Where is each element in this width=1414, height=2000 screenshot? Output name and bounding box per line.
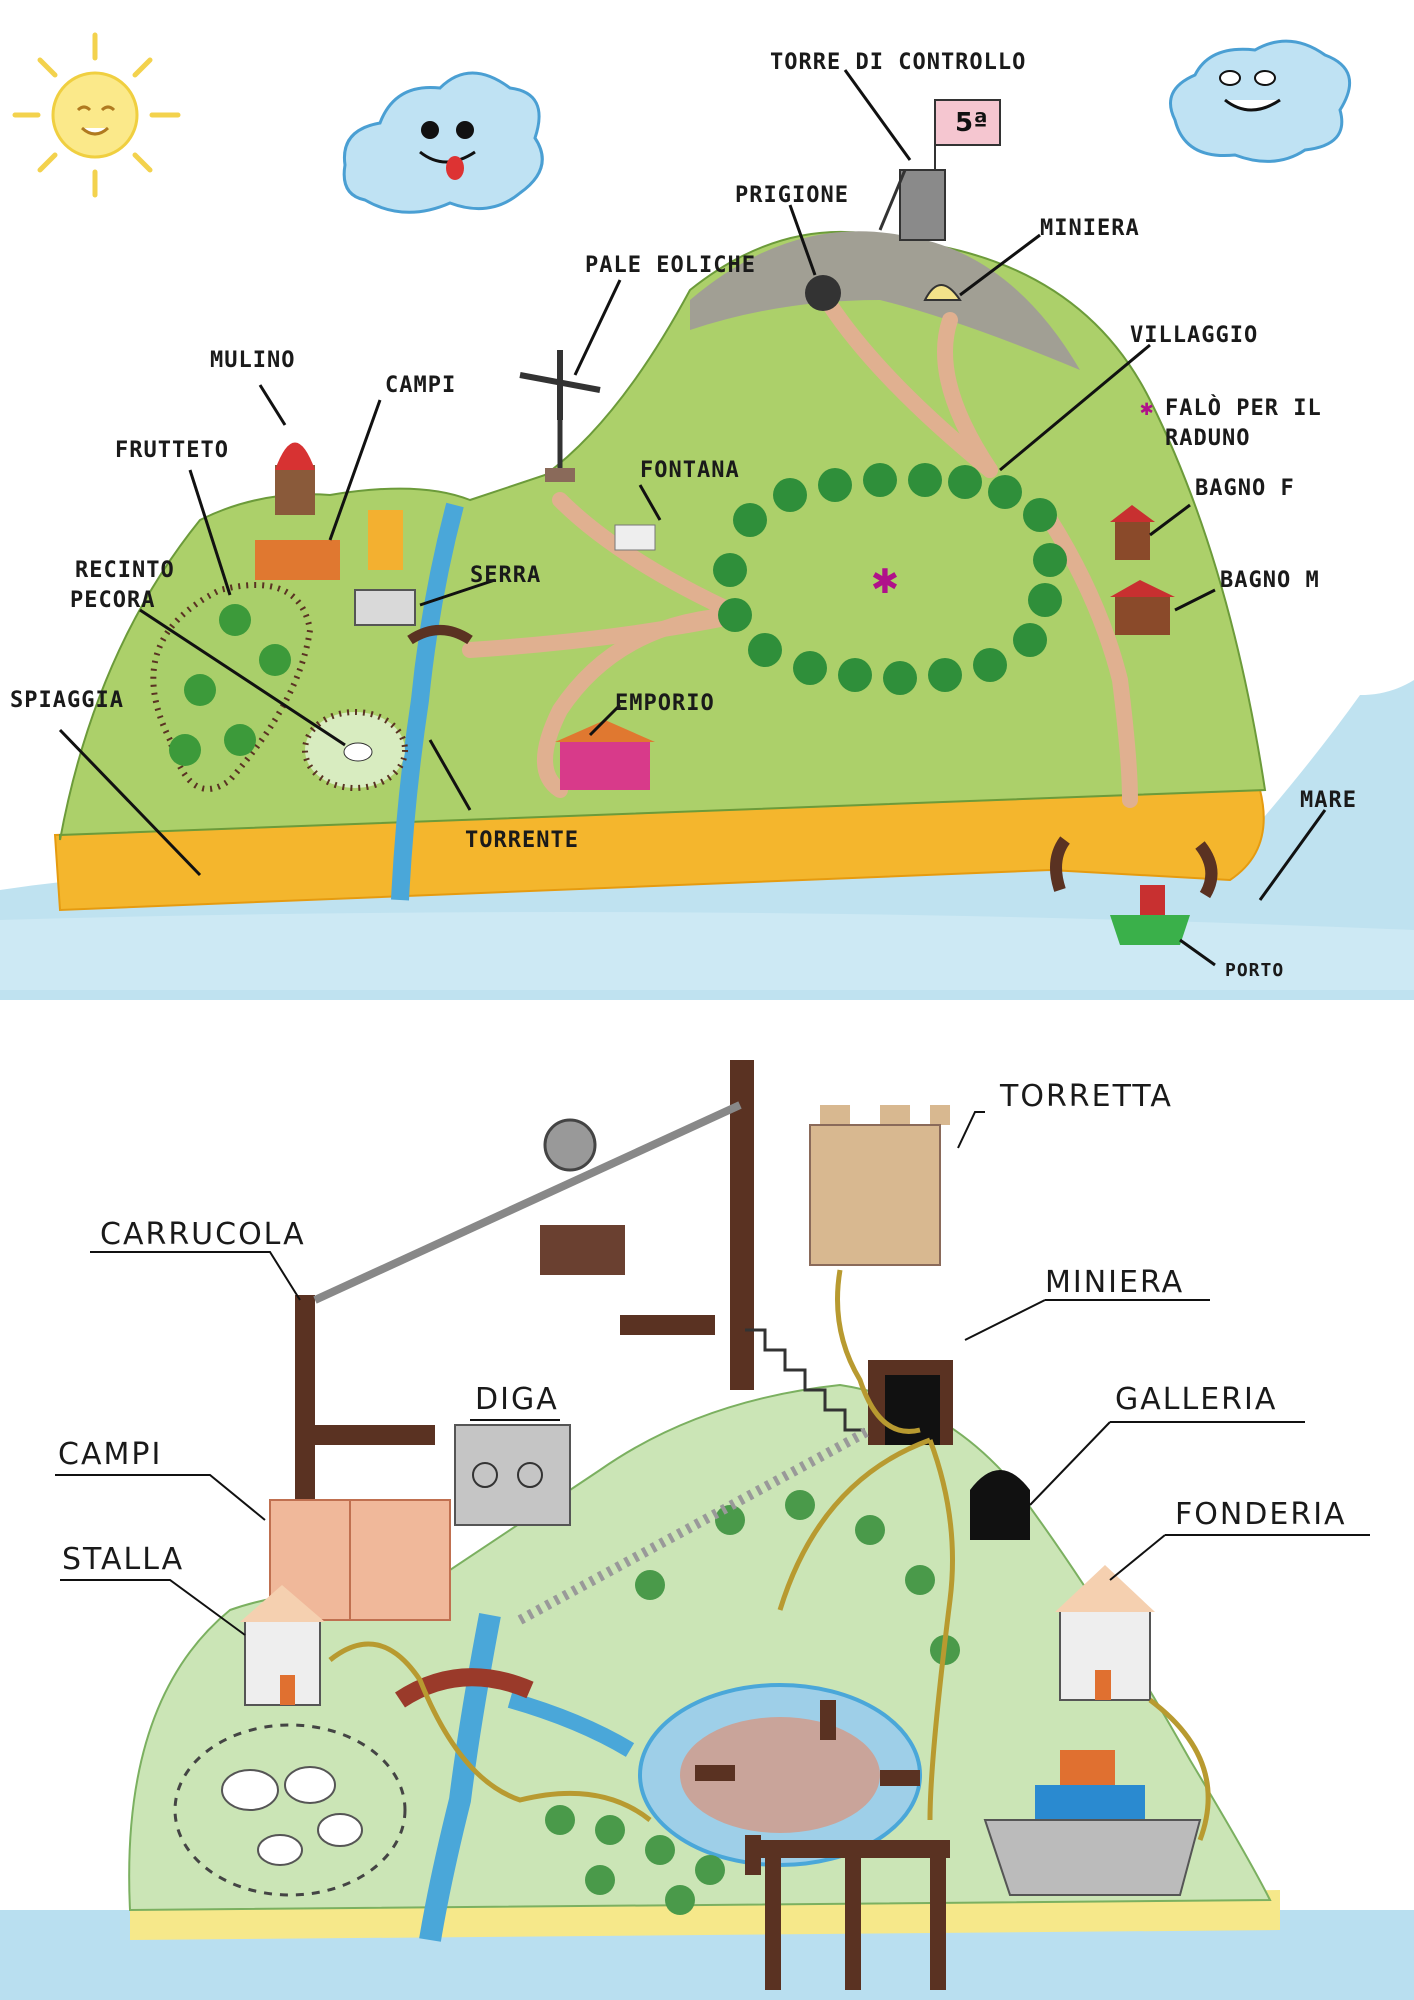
- rail-track: [517, 1425, 873, 1625]
- label-diga: DIGA: [475, 1382, 559, 1417]
- bottom-map-drawing: [0, 1060, 1414, 2000]
- label-torre-di-controllo: TORRE DI CONTROLLO: [770, 50, 1027, 75]
- label-fonderia: FONDERIA: [1175, 1497, 1347, 1532]
- label-bagno-m: BAGNO M: [1220, 568, 1320, 593]
- label-villaggio: VILLAGGIO: [1130, 323, 1259, 348]
- bottom-leader-lines: [55, 1111, 1370, 1636]
- label-mare: MARE: [1300, 788, 1357, 813]
- label-porto: PORTO: [1225, 960, 1285, 981]
- label-stalla: STALLA: [62, 1542, 185, 1577]
- label-bagno-f: BAGNO F: [1195, 476, 1295, 501]
- label-spiaggia: SPIAGGIA: [10, 688, 124, 713]
- village-trees: ✱: [713, 463, 1067, 695]
- sun-icon: [12, 32, 181, 198]
- svg-text:✱: ✱: [871, 562, 900, 602]
- label-carrucola: CARRUCOLA: [100, 1217, 306, 1252]
- falo-star-icon: ✱: [1140, 396, 1155, 421]
- bathroom-f-icon: [1110, 505, 1155, 560]
- control-tower-icon: [878, 99, 1001, 241]
- foundry-icon: [1055, 1565, 1155, 1701]
- label-falo-line1: FALÒ PER IL: [1165, 396, 1322, 421]
- label-serra: SERRA: [470, 563, 542, 588]
- bathroom-m-icon: [1110, 580, 1175, 635]
- dirt-paths: [462, 297, 1138, 808]
- sheep-pen-bottom: [173, 1723, 407, 1897]
- mountain-rock: [690, 231, 1080, 370]
- ship-icon: [983, 1750, 1202, 1896]
- dam-icon: [454, 1424, 571, 1526]
- sheep-pen: [302, 709, 408, 791]
- field-icon-yellow: [368, 510, 403, 570]
- flag-number: 5ª: [955, 108, 988, 138]
- mine-entrance-icon-bottom: [868, 1360, 953, 1445]
- turret-icon: [790, 1105, 950, 1266]
- wind-turbine-icon: [519, 350, 601, 482]
- label-recinto-line2: PECORA: [70, 588, 156, 613]
- beach-area: [53, 788, 1265, 912]
- fields-bottom: [269, 1499, 451, 1621]
- island-grass: [59, 230, 1267, 841]
- bridge-icon-bottom: [395, 1668, 534, 1708]
- top-island-map: ✱: [0, 32, 1414, 1000]
- label-prigione: PRIGIONE: [735, 183, 849, 208]
- label-emporio: EMPORIO: [615, 691, 715, 716]
- label-campi-top: CAMPI: [385, 373, 457, 398]
- greenhouse-icon: [354, 589, 416, 626]
- label-miniera-bottom: MINIERA: [1045, 1265, 1185, 1300]
- port-icon: [1050, 836, 1218, 945]
- cloud-smile-icon: [1169, 39, 1351, 163]
- label-fontana: FONTANA: [640, 458, 740, 483]
- stable-icon: [240, 1585, 325, 1706]
- label-torrente: TORRENTE: [465, 828, 579, 853]
- top-map-drawing: ✱: [0, 32, 1414, 1000]
- top-leader-lines: [58, 69, 1327, 967]
- pier-icon: [760, 1840, 950, 1990]
- label-galleria: GALLERIA: [1115, 1382, 1278, 1417]
- label-mulino: MULINO: [210, 348, 296, 373]
- trails-bottom: [328, 1269, 1211, 1841]
- label-falo-line2: RADUNO: [1165, 426, 1251, 451]
- label-recinto-line1: RECINTO: [75, 558, 175, 583]
- bridge-icon: [407, 625, 473, 645]
- emporio-building-icon: [555, 720, 655, 790]
- label-frutteto: FRUTTETO: [115, 438, 229, 463]
- label-pale-eoliche: PALE EOLICHE: [585, 253, 756, 278]
- pulley-system: [295, 1060, 754, 1500]
- bottom-island-map: TORRETTA CARRUCOLA MINIERA DIGA GALLERIA…: [0, 1000, 1414, 2000]
- label-torretta: TORRETTA: [1000, 1079, 1173, 1114]
- orchard: [150, 582, 314, 792]
- label-miniera-top: MINIERA: [1040, 216, 1140, 241]
- mine-entrance-icon: [923, 284, 962, 301]
- river: [391, 502, 464, 901]
- tunnel-icon: [970, 1470, 1030, 1540]
- prison-icon: [805, 275, 841, 311]
- windmill-icon: [275, 442, 315, 515]
- field-icon: [255, 540, 340, 580]
- stairs: [745, 1328, 865, 1432]
- cloud-tongue-icon: [342, 71, 544, 214]
- fountain-icon: [614, 524, 656, 551]
- label-campi-bottom: CAMPI: [58, 1437, 163, 1472]
